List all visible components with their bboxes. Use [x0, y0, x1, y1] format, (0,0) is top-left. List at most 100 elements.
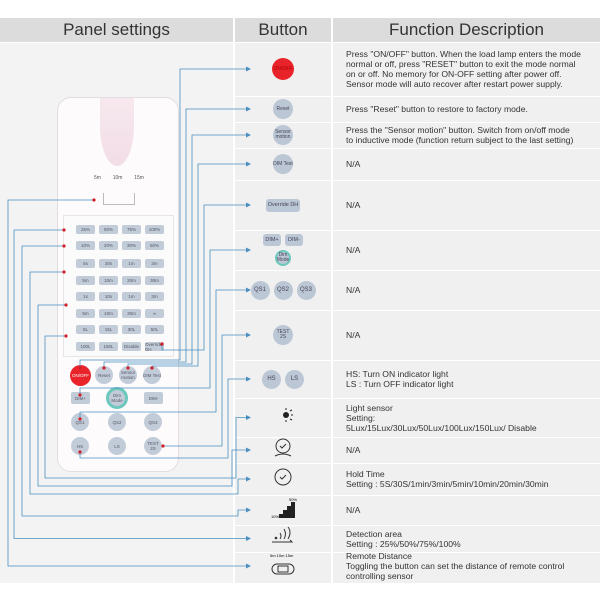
keypad-key[interactable]: 15L	[99, 325, 118, 334]
button-illustration: DIM-	[285, 234, 303, 246]
keypad-key[interactable]: 20m	[122, 276, 141, 285]
keypad-key[interactable]: 1m	[122, 292, 141, 301]
connector-line	[29, 271, 247, 495]
keypad-key[interactable]: 50L	[145, 325, 164, 334]
reset-button[interactable]: Reset	[95, 366, 113, 384]
button-cell: DIM+ DIM- Dim Mode	[235, 230, 331, 270]
keypad-key[interactable]: 30L	[122, 325, 141, 334]
test-2s-button[interactable]: TEST 2S	[144, 437, 162, 455]
arrow-icon	[246, 66, 251, 72]
function-description: N/A	[346, 245, 361, 255]
arrow-icon	[246, 536, 251, 541]
qs3-button[interactable]: QS3	[144, 413, 162, 431]
connector-line	[79, 378, 247, 459]
button-illustration: DIM+	[263, 234, 281, 246]
qs1-button[interactable]: QS1	[71, 413, 89, 431]
connector-line	[103, 108, 247, 368]
keypad-key[interactable]: 5m	[76, 309, 95, 318]
table-row	[235, 552, 600, 580]
keypad-key[interactable]: 5L	[76, 325, 95, 334]
button-cell	[235, 437, 331, 463]
keypad-key[interactable]: 100%	[145, 225, 164, 234]
function-description: N/A	[346, 505, 361, 515]
arrow-icon	[246, 332, 251, 338]
keypad-key[interactable]: 30m	[122, 309, 141, 318]
keypad-key[interactable]: 10m	[99, 276, 118, 285]
keypad-key[interactable]: 25%	[76, 225, 95, 234]
function-description: N/A	[346, 445, 361, 455]
keypad-key[interactable]: 150L	[99, 342, 118, 351]
keypad-key[interactable]: 30s	[99, 259, 118, 268]
keypad-key[interactable]: ∞	[145, 309, 164, 318]
ls-button[interactable]: LS	[108, 437, 126, 455]
button-cell	[235, 525, 331, 552]
connector-dot	[102, 366, 106, 370]
keypad-key[interactable]: 20%	[99, 241, 118, 250]
connector-dot	[64, 334, 68, 338]
keypad-key[interactable]: 10s	[99, 292, 118, 301]
arrow-icon	[246, 202, 251, 208]
keypad-key[interactable]: Override DH	[145, 341, 164, 352]
clock-icon	[272, 437, 294, 464]
table-row	[235, 360, 600, 398]
dim-minus-button[interactable]: DIM-	[144, 392, 163, 404]
button-illustration: Dim Mode	[275, 250, 291, 266]
hold-time-clock-icon	[272, 466, 294, 493]
hs-button[interactable]: HS	[71, 437, 89, 455]
arrow-icon	[246, 507, 251, 513]
onoff-button[interactable]: ON/OFF	[70, 365, 91, 386]
sensor-motion-button[interactable]: Sensor motion	[119, 366, 137, 384]
keypad-key[interactable]: 100L	[76, 342, 95, 351]
table-row	[235, 525, 600, 552]
button-cell: DIM Test	[235, 148, 331, 180]
connector-dot	[64, 303, 68, 307]
dim-mode-button[interactable]: Dim Mode	[106, 387, 128, 409]
keypad-key[interactable]: 1s	[76, 292, 95, 301]
keypad-key[interactable]: 30m	[145, 276, 164, 285]
table-row	[235, 180, 600, 230]
table-row	[235, 437, 600, 463]
connector-line	[163, 334, 247, 447]
function-description: Press the "Sensor motion" button. Switch…	[346, 125, 574, 145]
keypad-key[interactable]: Disable	[122, 342, 141, 351]
svg-text:10%: 10%	[271, 514, 279, 519]
keypad-key[interactable]: 30%	[122, 241, 141, 250]
dim-plus-button[interactable]: DIM+	[71, 392, 90, 404]
connector-line	[37, 304, 247, 487]
keypad-key[interactable]: 75%	[122, 225, 141, 234]
connector-line	[79, 289, 247, 419]
arrow-icon	[246, 106, 251, 112]
qs2-button[interactable]: QS2	[108, 413, 126, 431]
keypad-key[interactable]: 10m	[99, 309, 118, 318]
keypad-key[interactable]: 50%	[99, 225, 118, 234]
keypad-key[interactable]: 50%	[145, 241, 164, 250]
keypad-key[interactable]: 10%	[76, 241, 95, 250]
arrow-icon	[246, 415, 251, 420]
keypad-key[interactable]: 3m	[145, 259, 164, 268]
table-row	[235, 270, 600, 310]
keypad-key[interactable]: 5s	[76, 259, 95, 268]
on-off-button-illustration: ON/OFF	[272, 58, 294, 80]
arrow-icon	[246, 161, 251, 167]
arrow-icon	[246, 132, 251, 138]
table-row	[235, 310, 600, 360]
keypad-key[interactable]: 1m	[122, 259, 141, 268]
distance-switch[interactable]	[103, 193, 135, 205]
keypad-key[interactable]: 3m	[145, 292, 164, 301]
keypad-key[interactable]: 5m	[76, 276, 95, 285]
connector-line	[7, 199, 247, 567]
arrow-icon	[246, 247, 251, 253]
table-row	[235, 495, 600, 525]
connector-line	[13, 229, 247, 539]
button-cell: 5m 10m 15m	[235, 552, 331, 580]
connector-dot	[62, 270, 66, 274]
connector-dot	[92, 198, 96, 202]
table-row	[235, 42, 600, 96]
dim-level-icon: 10%50%	[269, 496, 297, 525]
function-description: N/A	[346, 285, 361, 295]
connector-dot	[78, 366, 82, 370]
dim-test-button[interactable]: DIM Test	[143, 366, 161, 384]
